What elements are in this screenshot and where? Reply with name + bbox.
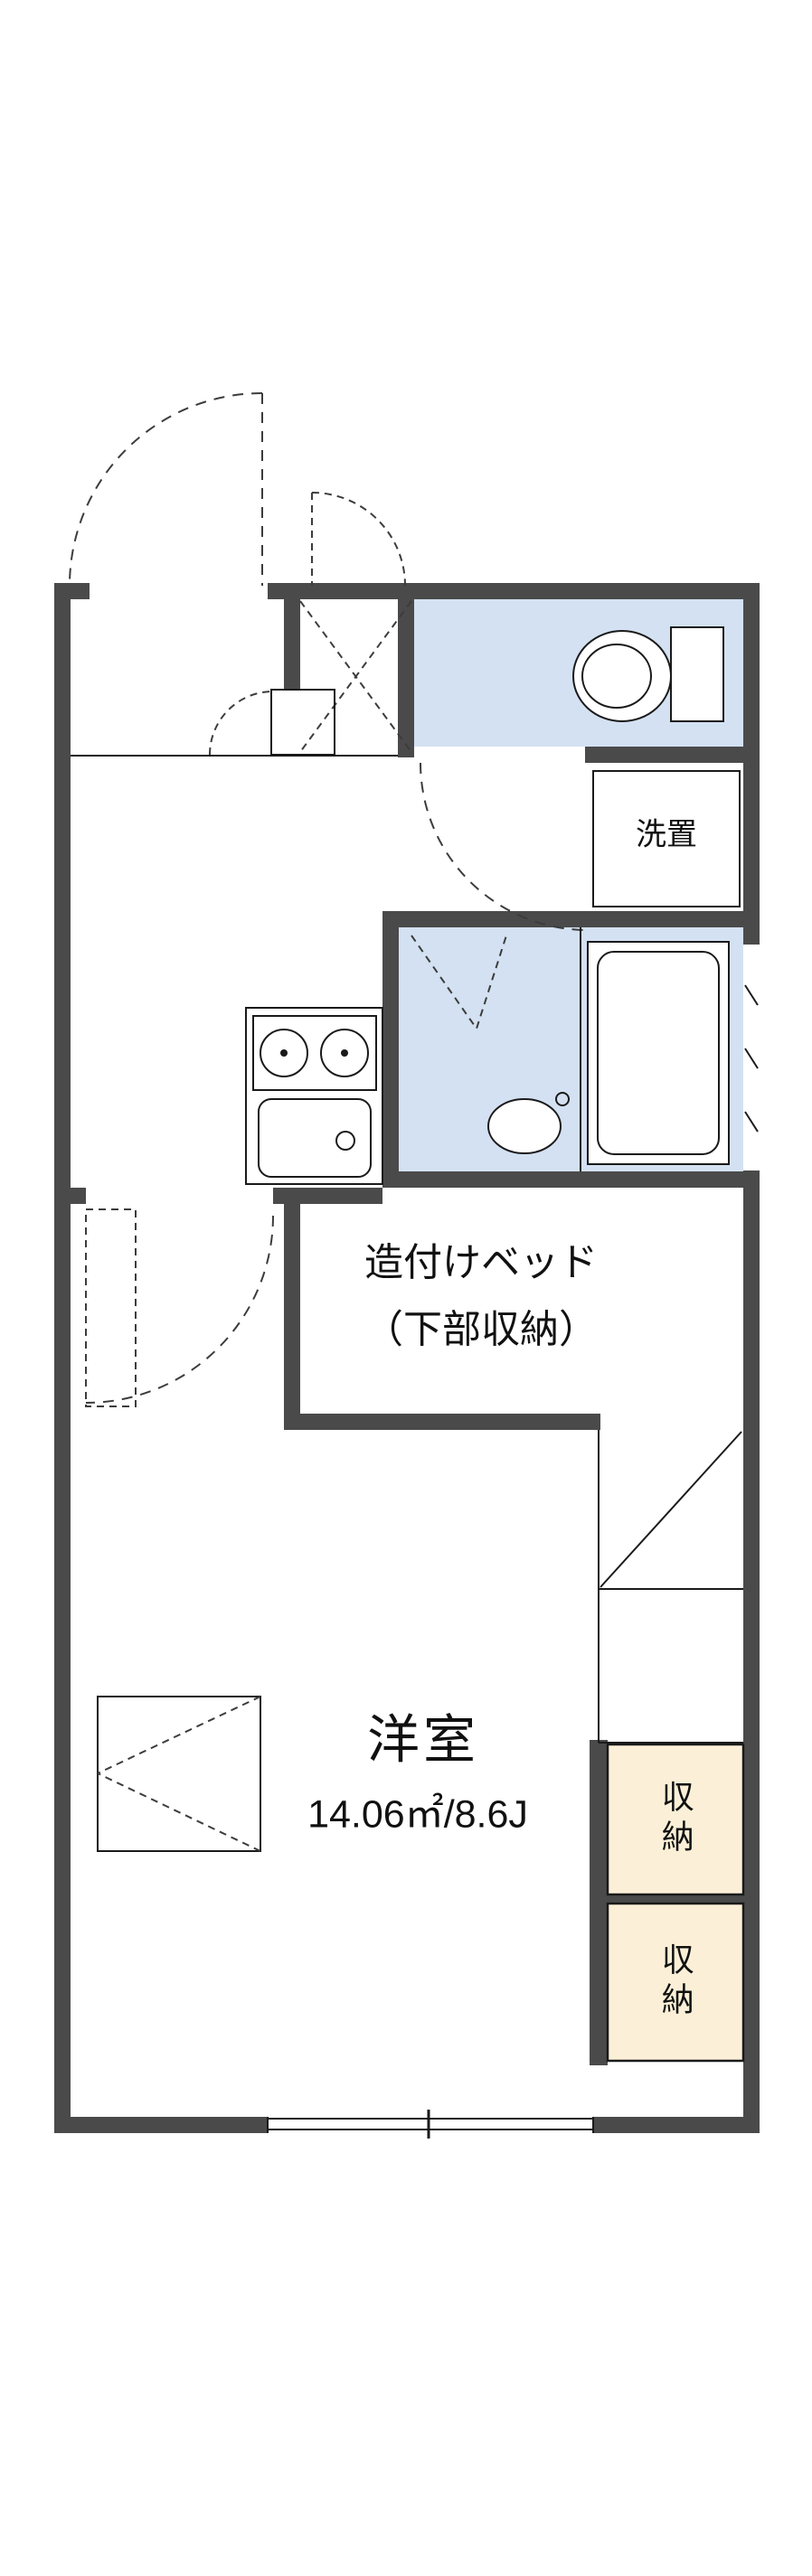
- storage-lower-box: [606, 1902, 745, 2063]
- storage-upper-box: [606, 1743, 745, 1896]
- storage-upper-label: 収納: [656, 1780, 694, 1859]
- washer-area: [592, 770, 741, 907]
- window-symbol-icon: [97, 1696, 261, 1852]
- built-in-bed-sublabel: （下部収納）: [364, 1308, 598, 1352]
- pipe-space: [743, 945, 760, 1170]
- shoe-cabinet: [270, 689, 335, 756]
- counter-column: [598, 1430, 743, 1744]
- bathtub-icon: [580, 927, 730, 1171]
- genkan-door-dashes: [209, 600, 412, 756]
- entrance-door-swing-arc-icon: [69, 392, 406, 587]
- washbasin-oval-icon: [487, 1092, 570, 1154]
- stove-2-burner-icon: [252, 1015, 377, 1091]
- bottom-window: [267, 2110, 594, 2139]
- bath-folding-door: [411, 935, 507, 1031]
- storage-lower-label: 収納: [656, 1942, 694, 2022]
- room-name-label: 洋室: [366, 1710, 480, 1770]
- genkan: [71, 689, 398, 757]
- washer-area-label: 洗置: [636, 817, 697, 852]
- room-door-swing-arc-icon: [85, 1208, 274, 1407]
- walls: [54, 583, 760, 2133]
- built-in-bed-label: 造付けベッド: [364, 1241, 598, 1285]
- kitchen-sink-icon: [258, 1098, 372, 1178]
- kitchen: [245, 1007, 383, 1185]
- toilet-door-swing-arc-icon: [420, 762, 589, 931]
- room-area-label: 14.06㎡/8.6J: [307, 1792, 528, 1837]
- toilet-icon: [572, 626, 724, 722]
